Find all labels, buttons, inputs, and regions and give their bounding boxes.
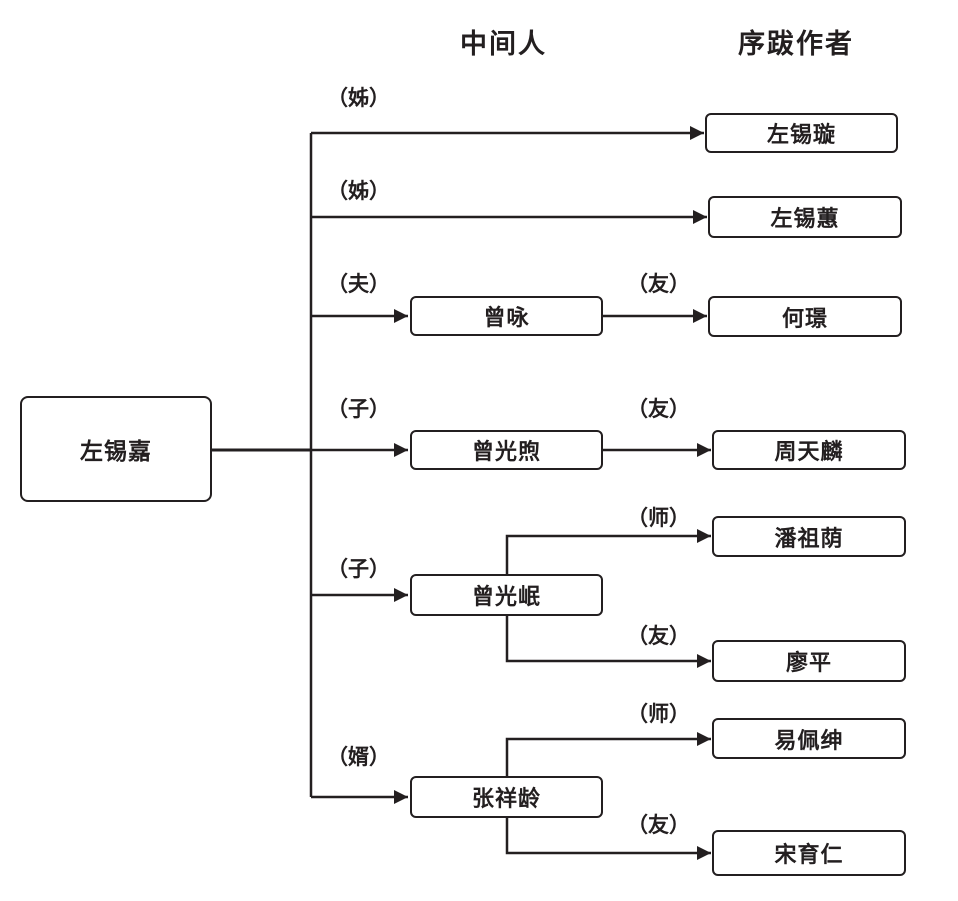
header-middle: 中间人 <box>460 29 547 60</box>
relation-label-branch-6: （婿） <box>327 745 390 769</box>
relation-label-branch-6-link-2: （友） <box>627 813 690 837</box>
author-node-branch-6-link-1: 易佩绅 <box>712 718 906 759</box>
relation-label-branch-5-link-2: （友） <box>627 624 690 648</box>
middle-node-branch-6: 张祥龄 <box>410 776 603 818</box>
arrow-middle-4-to-author-1 <box>505 732 711 776</box>
middle-node-branch-3: 曾咏 <box>410 296 603 336</box>
relation-label-branch-4: （子） <box>327 397 390 421</box>
arrow-middle-3-to-author-2 <box>505 616 711 668</box>
relation-label-branch-4-link-1: （友） <box>627 397 690 421</box>
author-node-branch-4-link-1: 周天麟 <box>712 430 906 470</box>
arrow-middle-4-to-author-2 <box>505 818 711 860</box>
relation-label-branch-3-link-1: （友） <box>627 272 690 296</box>
root-node: 左锡嘉 <box>20 396 212 502</box>
relation-label-branch-5: （子） <box>327 557 390 581</box>
author-node-branch-5-link-1: 潘祖荫 <box>712 516 906 557</box>
relation-label-branch-3: （夫） <box>327 272 390 296</box>
author-node-branch-3-link-1: 何璟 <box>708 296 902 337</box>
relation-label-branch-6-link-1: （师） <box>627 702 690 726</box>
author-node-branch-6-link-2: 宋育仁 <box>712 830 906 876</box>
author-node-branch-1: 左锡璇 <box>705 113 898 153</box>
header-authors: 序跋作者 <box>738 29 854 60</box>
author-node-branch-2: 左锡蕙 <box>708 196 902 238</box>
relation-label-branch-5-link-1: （师） <box>627 506 690 530</box>
middle-node-branch-5: 曾光岷 <box>410 574 603 616</box>
relation-label-branch-2: （姊） <box>327 179 390 203</box>
middle-node-branch-4: 曾光煦 <box>410 430 603 470</box>
author-node-branch-5-link-2: 廖平 <box>712 640 906 682</box>
relation-label-branch-1: （姊） <box>327 86 390 110</box>
arrow-middle-3-to-author-1 <box>505 529 711 574</box>
